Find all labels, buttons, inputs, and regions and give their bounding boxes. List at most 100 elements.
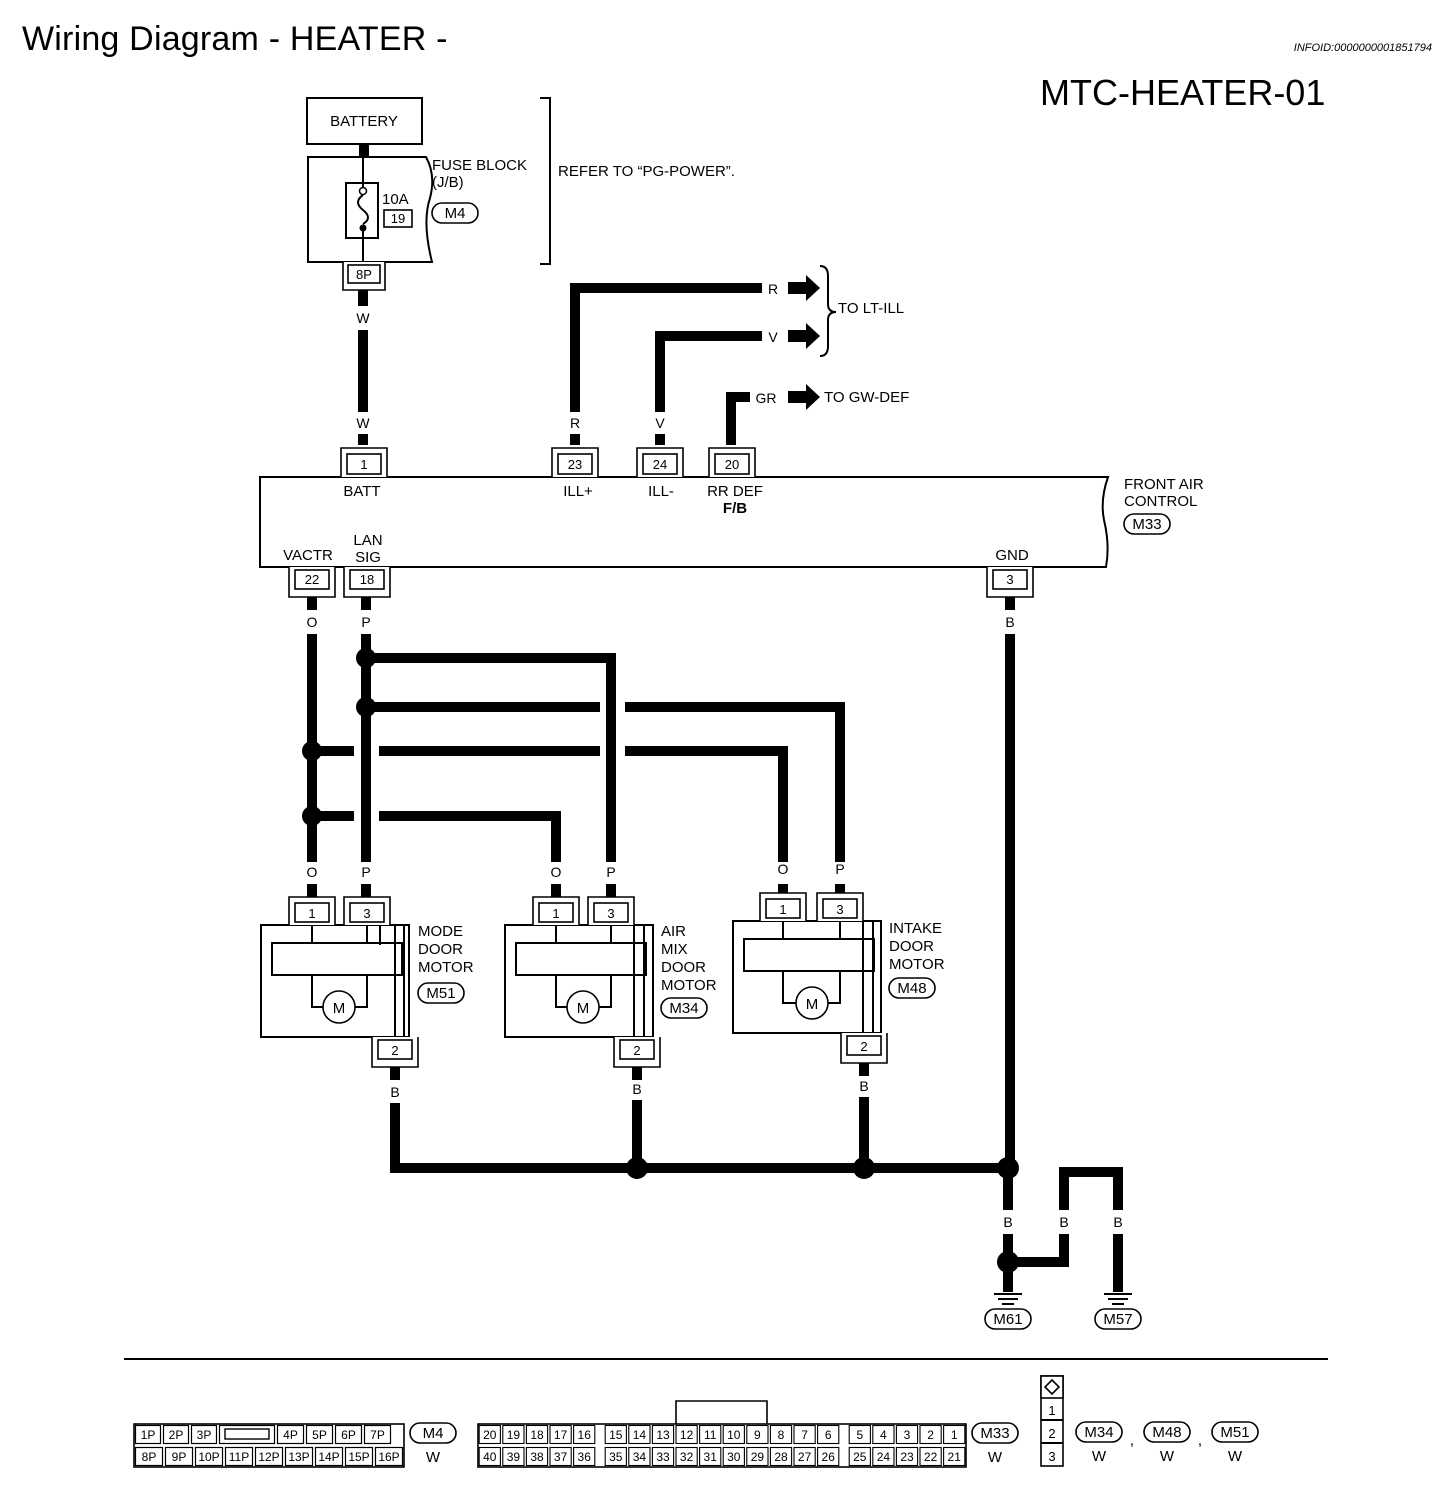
front-air-control-sublabel: CONTROL <box>1124 493 1197 510</box>
wire-color-gnd-link: B <box>1059 1214 1068 1230</box>
m4-pin: 4P <box>283 1428 298 1442</box>
battery: BATTERY <box>306 97 423 145</box>
m33-pin: 3 <box>904 1428 911 1442</box>
wire-color-rr-def: GR <box>756 390 777 406</box>
arrow-gw-def-icon <box>788 384 820 410</box>
terminal-label-rr-def: RR DEF <box>707 483 763 500</box>
wire-color-ill-minus: V <box>655 415 665 431</box>
m33-pin: 36 <box>578 1450 592 1464</box>
m4-pin: 5P <box>312 1428 327 1442</box>
wire-color-vactr: O <box>307 614 318 630</box>
m33-pin: 7 <box>801 1428 808 1442</box>
wire-color-gnd-intake: B <box>859 1078 868 1094</box>
m33-pin: 38 <box>530 1450 544 1464</box>
terminal-22-vactr: 22 <box>288 567 336 598</box>
m33-pin: 8 <box>778 1428 785 1442</box>
fuse-rating: 10A <box>382 191 409 208</box>
m33-pin: 29 <box>751 1450 765 1464</box>
air-mix-motor-label-4: MOTOR <box>661 977 717 994</box>
front-air-control: 1 BATT 23 ILL+ 24 ILL- 20 RR DEF F/B FRO… <box>259 447 1204 598</box>
m33-pin: 31 <box>704 1450 718 1464</box>
svg-text:8P: 8P <box>356 267 372 282</box>
m33-pin: 18 <box>530 1428 544 1442</box>
m33-pin: 26 <box>822 1450 836 1464</box>
info-id: INFOID:0000000001851794 <box>1293 42 1432 54</box>
m4-pin: 3P <box>197 1428 212 1442</box>
terminal-label-ill-minus: ILL- <box>648 483 674 500</box>
conn-id-m48: M48 <box>1152 1424 1181 1441</box>
m4-pin: 2P <box>169 1428 184 1442</box>
m33-pin: 32 <box>680 1450 694 1464</box>
conn-color-m48: W <box>1160 1448 1175 1465</box>
wire-color-gnd-airmix: B <box>632 1081 641 1097</box>
m33-pin: 9 <box>754 1428 761 1442</box>
m33-pin: 12 <box>680 1428 694 1442</box>
fuse-block-connector-id: M4 <box>445 205 466 222</box>
ground-m61-label: M61 <box>993 1311 1022 1328</box>
wire-color-lan-sig-motor3: P <box>835 861 844 877</box>
svg-text:2: 2 <box>633 1043 640 1058</box>
intake-motor-label-3: MOTOR <box>889 956 945 973</box>
wire-color-ill-plus-end: R <box>768 281 778 297</box>
m33-pin: 5 <box>856 1428 863 1442</box>
mode-door-motor-label-1: MODE <box>418 923 463 940</box>
svg-text:3: 3 <box>1006 572 1013 587</box>
svg-text:1: 1 <box>1048 1403 1055 1418</box>
terminal-label-gnd: GND <box>995 547 1029 564</box>
m33-pin: 20 <box>483 1428 497 1442</box>
svg-text:22: 22 <box>305 572 319 587</box>
conn-color-m4: W <box>426 1449 441 1466</box>
m33-pin: 37 <box>554 1450 568 1464</box>
connector-view-motor: 1 2 3 M34 W , M48 W , M51 W <box>1040 1375 1259 1467</box>
svg-text:1: 1 <box>552 906 559 921</box>
m33-pin: 10 <box>727 1428 741 1442</box>
mode-door-motor-label-3: MOTOR <box>418 959 474 976</box>
wire-color-vactr-motor3: O <box>778 861 789 877</box>
terminal-1-batt: 1 <box>340 447 388 477</box>
svg-text:18: 18 <box>360 572 374 587</box>
m33-pin: 11 <box>704 1428 717 1442</box>
wire-color-gnd-m57: B <box>1113 1214 1122 1230</box>
svg-text:2: 2 <box>1048 1426 1055 1441</box>
conn-id-m34: M34 <box>1084 1424 1113 1441</box>
svg-text:3: 3 <box>363 906 370 921</box>
m4-pin: 7P <box>370 1428 385 1442</box>
m33-pin: 34 <box>633 1450 647 1464</box>
conn-color-m33: W <box>988 1449 1003 1466</box>
svg-text:23: 23 <box>568 457 582 472</box>
m33-pin: 28 <box>774 1450 788 1464</box>
mode-door-motor-connector-id: M51 <box>426 985 455 1002</box>
connector-key-slot-icon <box>224 1428 270 1440</box>
m33-pin: 40 <box>483 1450 497 1464</box>
wire-color-vactr-motor1: O <box>307 864 318 880</box>
svg-text:,: , <box>1130 1432 1134 1449</box>
wire-color-gnd-fac: B <box>1005 614 1014 630</box>
terminal-label-lan: LAN <box>353 532 382 549</box>
terminal-20-rr-def: 20 <box>708 447 756 477</box>
svg-text:M: M <box>577 1000 590 1017</box>
svg-text:20: 20 <box>725 457 739 472</box>
arrow-lt-ill-v-icon <box>788 323 820 349</box>
ground-m61-icon: M61 <box>984 1293 1032 1330</box>
svg-text:1: 1 <box>360 457 367 472</box>
svg-text:2: 2 <box>391 1043 398 1058</box>
ground-m57-icon: M57 <box>1094 1293 1142 1330</box>
m4-pin: 12P <box>258 1450 279 1464</box>
terminal-3-gnd: 3 <box>986 567 1034 598</box>
m4-pin: 6P <box>341 1428 356 1442</box>
terminal-label-rr-def-fb: F/B <box>723 500 747 517</box>
m33-pin: 2 <box>927 1428 934 1442</box>
ground-m57-label: M57 <box>1103 1311 1132 1328</box>
svg-text:24: 24 <box>653 457 667 472</box>
wire-color-batt-upper: W <box>356 310 370 326</box>
m33-pin: 6 <box>825 1428 832 1442</box>
m33-pin: 22 <box>924 1450 938 1464</box>
svg-text:,: , <box>1198 1432 1202 1449</box>
wire-color-vactr-motor2: O <box>551 864 562 880</box>
intake-motor-label-2: DOOR <box>889 938 934 955</box>
wire-color-lan-sig-motor2: P <box>606 864 615 880</box>
svg-text:1: 1 <box>779 902 786 917</box>
m33-pin: 1 <box>951 1428 958 1442</box>
terminal-label-sig: SIG <box>355 549 381 566</box>
